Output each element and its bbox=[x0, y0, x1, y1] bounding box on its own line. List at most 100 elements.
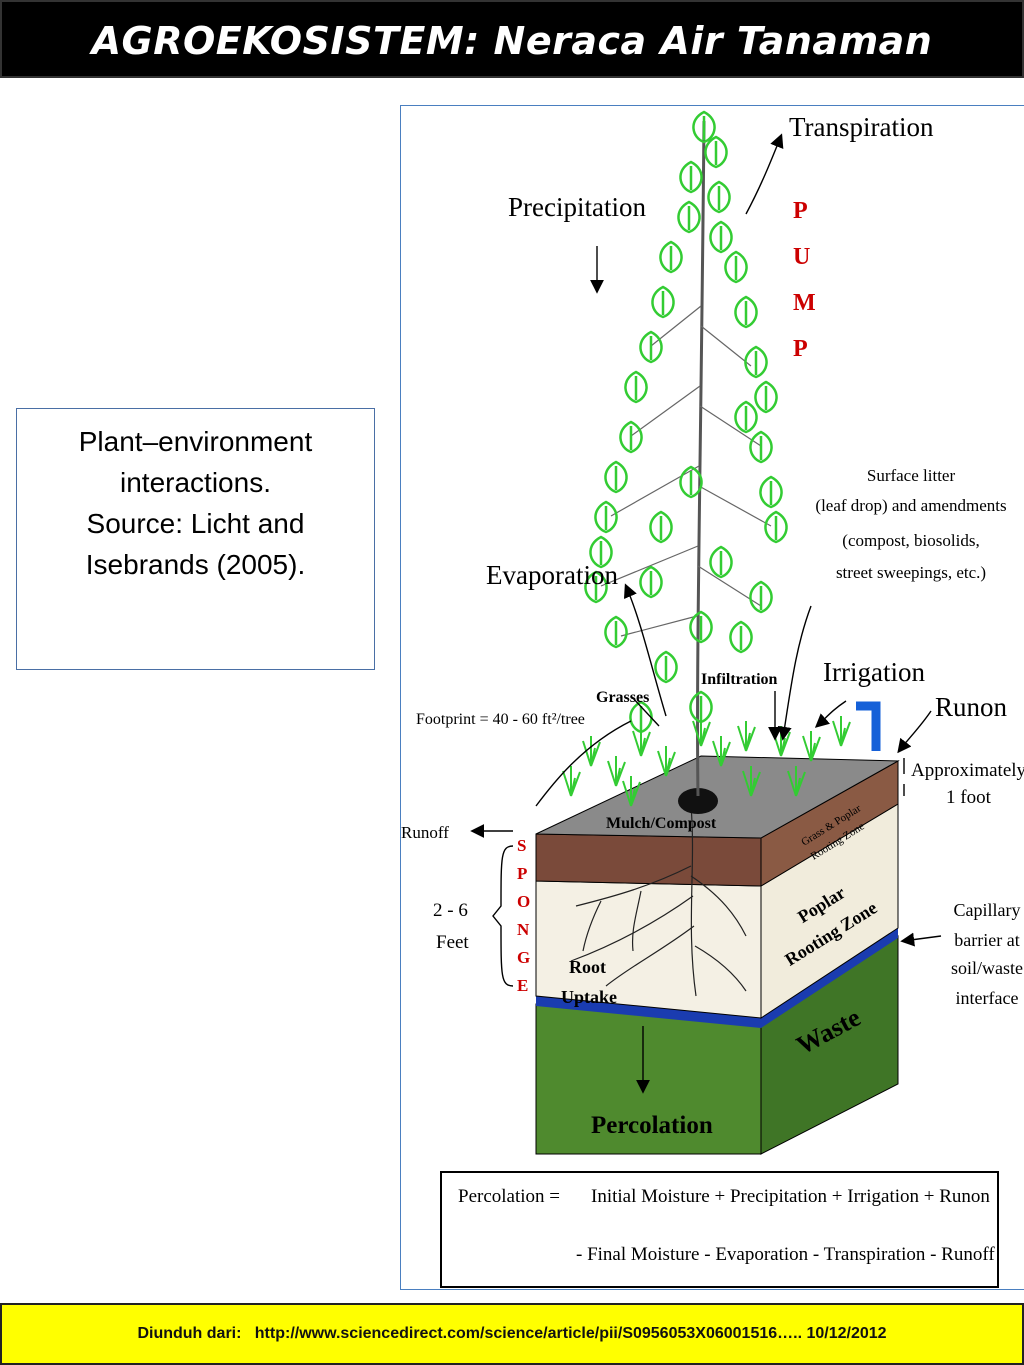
leaf bbox=[604, 615, 628, 649]
grasses-leader bbox=[630, 695, 660, 727]
water-balance-diagram: Transpiration Precipitation P U M P Surf… bbox=[400, 105, 1024, 1290]
footer-source: Diunduh dari: http://www.sciencedirect.c… bbox=[0, 1303, 1024, 1365]
sponge-letter: E bbox=[517, 976, 528, 995]
equation-rhs: - Final Moisture - Evaporation - Transpi… bbox=[576, 1244, 995, 1265]
svg-text:Capillary: Capillary bbox=[954, 900, 1021, 920]
evaporation-arrow bbox=[623, 583, 667, 717]
percolation-label: Percolation bbox=[591, 1112, 713, 1139]
footer-prefix: Diunduh dari: bbox=[137, 1325, 242, 1342]
runoff-label: Runoff bbox=[401, 823, 449, 842]
leaf bbox=[677, 200, 701, 234]
equation-rhs: Initial Moisture + Precipitation + Irrig… bbox=[591, 1186, 990, 1207]
leaf bbox=[704, 135, 728, 169]
leaf bbox=[639, 330, 663, 364]
leaf bbox=[749, 580, 773, 614]
svg-text:street sweepings, etc.): street sweepings, etc.) bbox=[836, 563, 986, 582]
leaf bbox=[709, 545, 733, 579]
approx-label: 1 foot bbox=[946, 787, 992, 808]
capillary-barrier-front bbox=[536, 996, 761, 1028]
pump-letter: P bbox=[793, 336, 808, 362]
transpiration-label: Transpiration bbox=[789, 112, 934, 142]
leaf bbox=[734, 295, 758, 329]
grass-tuft bbox=[832, 716, 851, 747]
grasses-label: Grasses bbox=[596, 689, 649, 706]
leaf bbox=[749, 430, 773, 464]
depth-label: Feet bbox=[436, 932, 469, 953]
svg-text:barrier at: barrier at bbox=[954, 930, 1019, 950]
pump-letter: M bbox=[793, 290, 816, 316]
footprint-label: Footprint = 40 - 60 ft²/tree bbox=[416, 711, 585, 728]
grass-tuft bbox=[787, 766, 806, 797]
irrigation-pipe bbox=[856, 701, 881, 751]
surface-litter-label: Surface litter (leaf drop) and amendment… bbox=[815, 466, 1006, 582]
mulch-label: Mulch/Compost bbox=[606, 815, 717, 832]
root-uptake-label: Uptake bbox=[561, 987, 617, 1007]
grass-tuft bbox=[562, 766, 581, 797]
leaf bbox=[679, 465, 703, 499]
depth-label: 2 - 6 bbox=[433, 900, 468, 921]
slide-title: AGROEKOSISTEM: Neraca Air Tanaman bbox=[0, 0, 1024, 78]
pump-letter: U bbox=[793, 244, 810, 270]
leaf bbox=[764, 510, 788, 544]
leaf bbox=[734, 400, 758, 434]
approx-label: Approximately bbox=[911, 760, 1024, 781]
leaf bbox=[729, 620, 753, 654]
capillary-label: Capillary barrier at soil/waste interfac… bbox=[951, 900, 1023, 1008]
svg-text:(leaf drop) and amendments: (leaf drop) and amendments bbox=[815, 496, 1006, 515]
caption-line: Source: Licht and bbox=[86, 508, 305, 539]
root-uptake-label: Root bbox=[569, 957, 606, 977]
svg-text:interface: interface bbox=[956, 988, 1019, 1008]
footer-link[interactable]: http://www.sciencedirect.com/science/art… bbox=[254, 1325, 887, 1342]
grass-tuft bbox=[802, 731, 821, 762]
leaf bbox=[744, 345, 768, 379]
grass-tuft bbox=[737, 721, 756, 752]
leaf bbox=[759, 475, 783, 509]
svg-text:Surface litter: Surface litter bbox=[867, 466, 956, 485]
equation-lhs: Percolation = bbox=[458, 1186, 560, 1207]
leaf bbox=[692, 110, 716, 144]
irrigation-label: Irrigation bbox=[823, 657, 925, 687]
pump-letters: P U M P bbox=[793, 198, 816, 362]
leaf bbox=[639, 565, 663, 599]
tree-branches bbox=[600, 305, 772, 637]
sponge-letter: S bbox=[517, 836, 526, 855]
sponge-brace bbox=[492, 845, 514, 987]
leaf bbox=[689, 610, 713, 644]
sponge-letter: N bbox=[517, 920, 530, 939]
mulch-mound bbox=[678, 788, 718, 814]
equation-box bbox=[440, 1171, 999, 1288]
capillary-arrow bbox=[900, 932, 942, 947]
sponge-letter: G bbox=[517, 948, 530, 967]
leaf bbox=[594, 500, 618, 534]
leaf bbox=[707, 180, 731, 214]
infiltration-label: Infiltration bbox=[701, 671, 778, 688]
caption-line: interactions. bbox=[120, 467, 271, 498]
svg-text:soil/waste: soil/waste bbox=[951, 958, 1023, 978]
diagram-canvas: Transpiration Precipitation P U M P Surf… bbox=[401, 110, 1024, 1288]
evaporation-label: Evaporation bbox=[486, 560, 618, 590]
caption-box: Plant–environment interactions. Source: … bbox=[16, 408, 375, 670]
leaf bbox=[584, 570, 608, 604]
leaf bbox=[654, 650, 678, 684]
grass-tuft bbox=[632, 726, 651, 757]
leaf bbox=[724, 250, 748, 284]
sponge-letter: P bbox=[517, 864, 527, 883]
transpiration-arrow bbox=[745, 133, 784, 215]
runon-arrow bbox=[897, 710, 932, 754]
footprint-brace bbox=[535, 720, 632, 807]
grass-tuft bbox=[692, 716, 711, 747]
caption-line: Isebrands (2005). bbox=[85, 549, 306, 580]
grass-tuft bbox=[657, 746, 676, 777]
grass-tuft bbox=[607, 756, 626, 787]
surface-litter-arrow bbox=[777, 605, 812, 741]
leaf bbox=[619, 420, 643, 454]
leaf bbox=[604, 460, 628, 494]
runon-label: Runon bbox=[935, 692, 1008, 722]
precipitation-label: Precipitation bbox=[508, 192, 646, 222]
irrigation-arrow bbox=[814, 700, 847, 728]
grass-tuft bbox=[712, 736, 731, 767]
leaf bbox=[649, 510, 673, 544]
grass-tuft bbox=[582, 736, 601, 767]
sponge-letters: S P O N G E bbox=[517, 836, 530, 995]
leaf bbox=[709, 220, 733, 254]
